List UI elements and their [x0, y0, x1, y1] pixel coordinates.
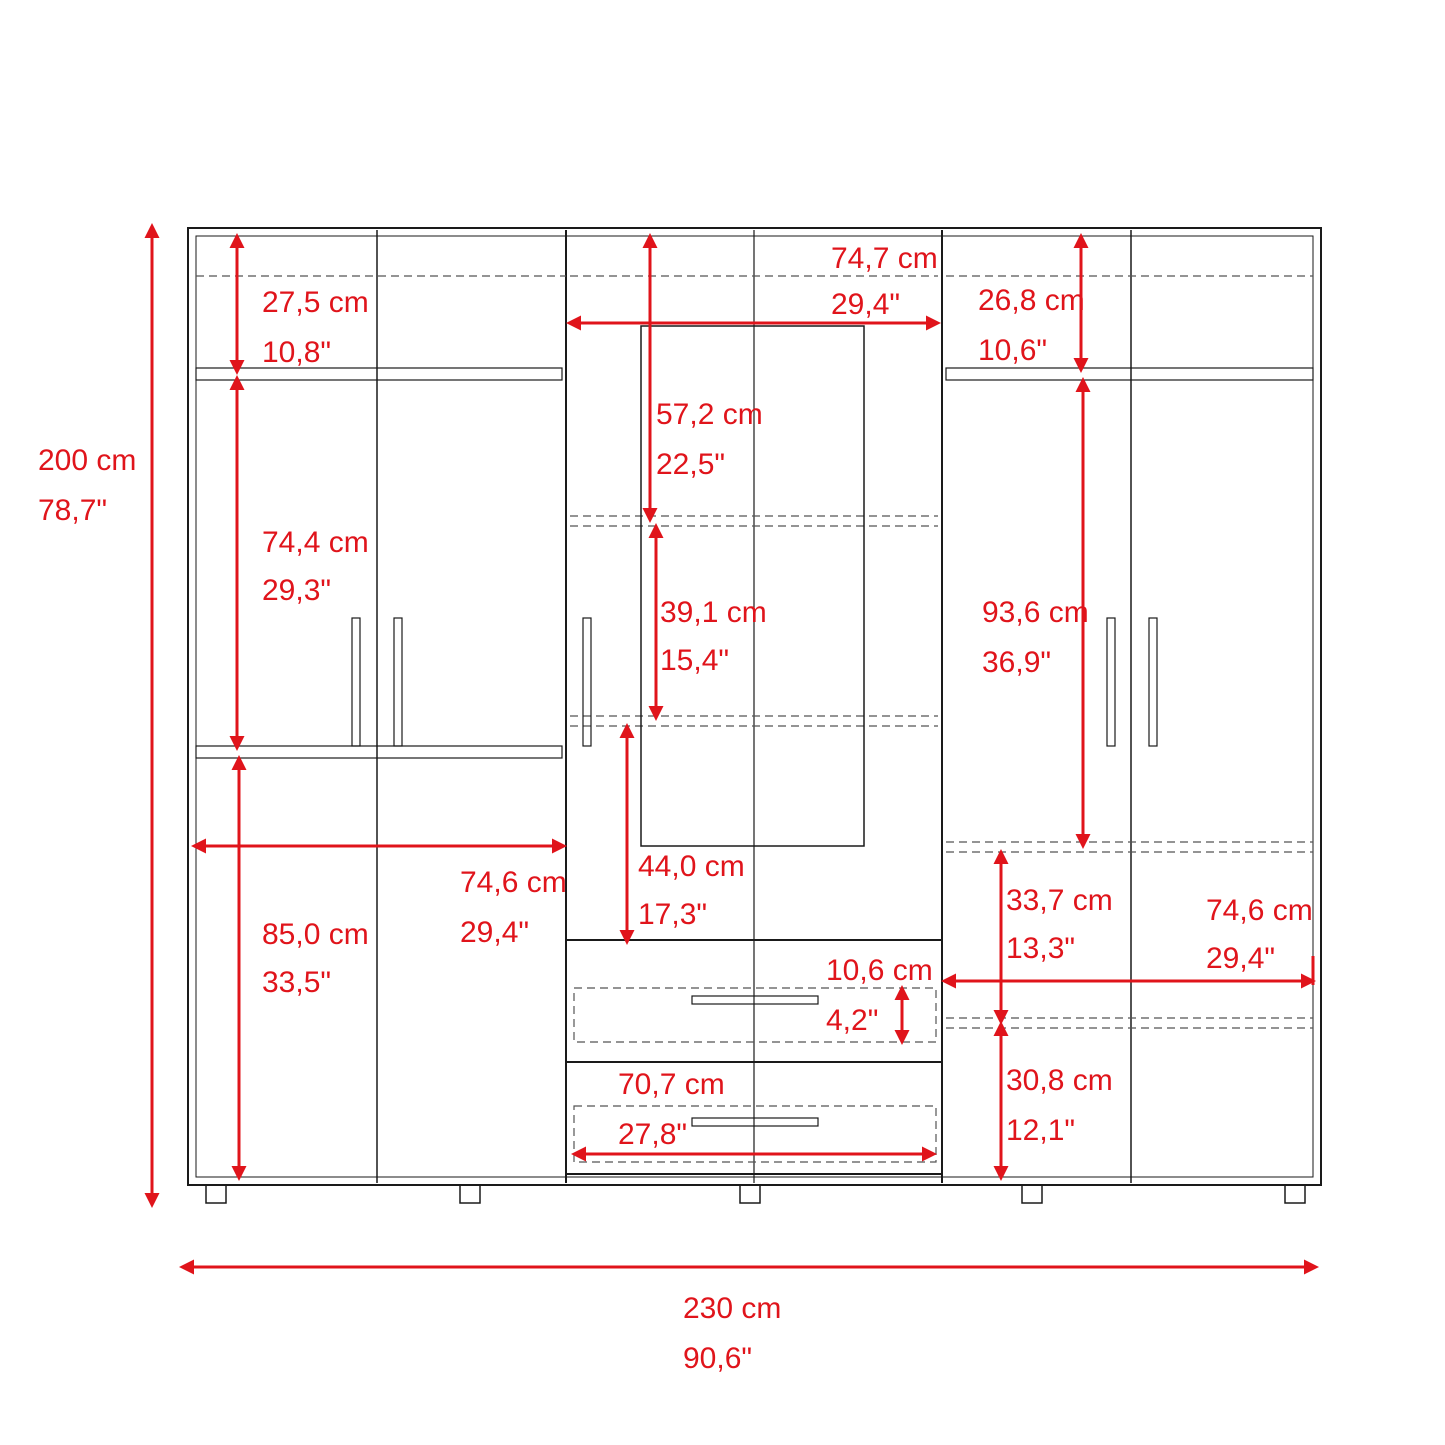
center-middle-cm: 39,1 cm — [660, 596, 767, 629]
left-width-cm: 74,6 cm — [460, 866, 567, 899]
left-bottom-cm: 85,0 cm — [262, 918, 369, 951]
overall-width-in: 90,6" — [683, 1342, 752, 1375]
right-middle-cm: 93,6 cm — [982, 596, 1089, 629]
right-width-in: 29,4" — [1206, 942, 1275, 975]
overall-height-cm: 200 cm — [38, 444, 136, 477]
center-lower-cm: 44,0 cm — [638, 850, 745, 883]
left-middle-in: 29,3" — [262, 574, 331, 607]
wardrobe-outline — [187, 227, 1322, 1204]
center-width-cm: 74,7 cm — [831, 242, 938, 275]
left-top-shelf-in: 10,8" — [262, 336, 331, 369]
right-lower-upper-cm: 33,7 cm — [1006, 884, 1113, 917]
right-lower-upper-in: 13,3" — [1006, 932, 1075, 965]
right-middle-in: 36,9" — [982, 646, 1051, 679]
left-top-shelf-cm: 27,5 cm — [262, 286, 369, 319]
center-middle-in: 15,4" — [660, 644, 729, 677]
drawer-height-cm: 10,6 cm — [826, 954, 933, 987]
left-width-in: 29,4" — [460, 916, 529, 949]
right-top-shelf-cm: 26,8 cm — [978, 284, 1085, 317]
drawer-width-cm: 70,7 cm — [618, 1068, 725, 1101]
center-width-in: 29,4" — [831, 288, 900, 321]
right-width-cm: 74,6 cm — [1206, 894, 1313, 927]
overall-width-cm: 230 cm — [683, 1292, 781, 1325]
drawer-height-in: 4,2" — [826, 1004, 878, 1037]
right-lower-bottom-cm: 30,8 cm — [1006, 1064, 1113, 1097]
left-middle-cm: 74,4 cm — [262, 526, 369, 559]
drawer-width-in: 27,8" — [618, 1118, 687, 1151]
left-bottom-in: 33,5" — [262, 966, 331, 999]
dimension-labels: 200 cm 78,7" 230 cm 90,6" 27,5 cm 10,8" … — [38, 242, 1313, 1375]
dimension-arrows — [144, 223, 1319, 1275]
overall-height-in: 78,7" — [38, 494, 107, 527]
center-lower-in: 17,3" — [638, 898, 707, 931]
right-top-shelf-in: 10,6" — [978, 334, 1047, 367]
center-upper-in: 22,5" — [656, 448, 725, 481]
right-lower-bottom-in: 12,1" — [1006, 1114, 1075, 1147]
center-upper-cm: 57,2 cm — [656, 398, 763, 431]
